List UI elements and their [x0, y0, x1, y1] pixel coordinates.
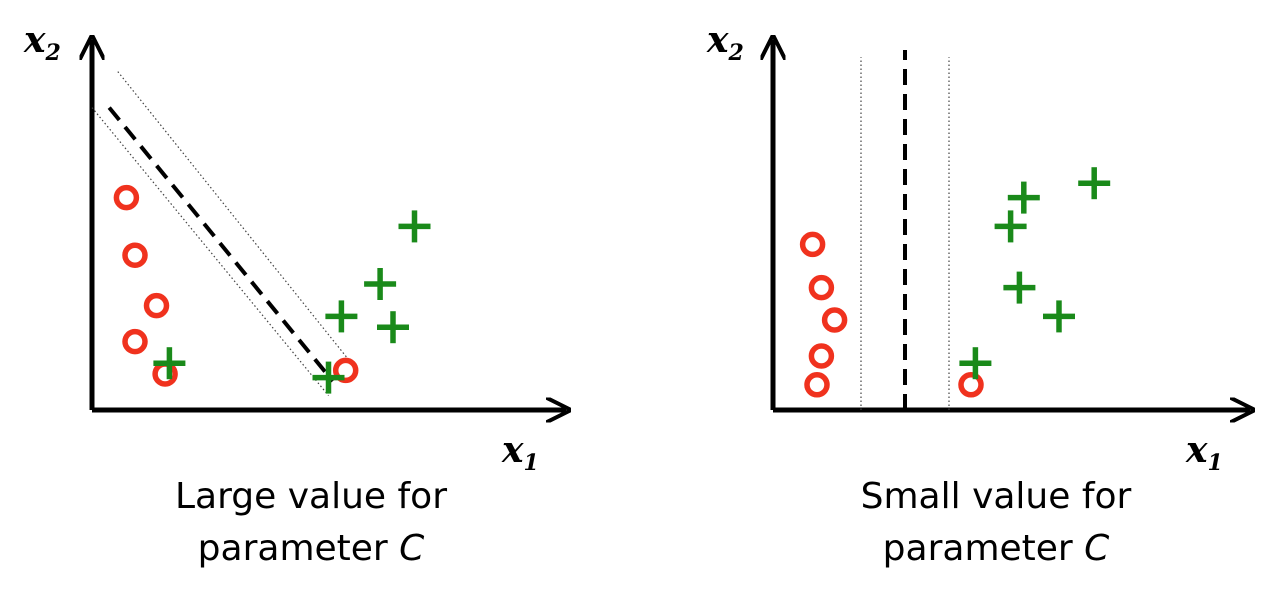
margin-line: [117, 71, 355, 368]
x-axis-letter: x: [1185, 429, 1208, 471]
plus-icon: [1043, 300, 1075, 333]
circle-icon: [808, 343, 835, 369]
circle-icon: [804, 372, 830, 398]
caption-line-1: Large value for: [175, 476, 447, 517]
caption-line-1: Small value for: [861, 476, 1132, 517]
y-axis-label: x2: [706, 19, 744, 66]
circle-icon: [958, 372, 984, 398]
caption-parameter: C: [399, 528, 425, 569]
plot-area: [799, 50, 1111, 410]
y-axis-letter: x: [23, 19, 46, 61]
panel-small-c: x2 x1 Small value for parameter C: [706, 19, 1250, 569]
plus-icon: [398, 210, 431, 243]
circle-icon: [821, 307, 848, 333]
circle-icon: [113, 184, 140, 211]
decision-boundary: [107, 106, 335, 383]
plus-icon: [364, 268, 397, 300]
plus-icon: [1078, 167, 1111, 200]
circle-icon: [332, 357, 359, 384]
plus-icon: [994, 210, 1027, 243]
plot-area: [91, 71, 431, 396]
y-axis-subscript: 2: [727, 40, 743, 66]
circle-icon: [799, 231, 826, 258]
plus-icon: [1007, 181, 1040, 214]
caption-line-2: parameter C: [198, 528, 426, 569]
plus-icon: [325, 300, 358, 333]
plus-icon: [959, 347, 992, 380]
circle-icon: [808, 274, 835, 301]
x-axis-subscript: 1: [1207, 450, 1222, 476]
x-axis-label: x1: [1185, 429, 1223, 476]
circle-icon: [122, 242, 148, 268]
y-axis-letter: x: [706, 19, 729, 61]
y-axis-label: x2: [23, 19, 61, 66]
panel-large-c: x2 x1 Large value for parameter C: [23, 19, 566, 569]
plus-icon: [1003, 271, 1036, 304]
caption-line-2: parameter C: [883, 528, 1111, 569]
caption-prefix: parameter: [198, 528, 400, 569]
plus-icon: [377, 311, 409, 344]
x-axis-label: x1: [501, 429, 539, 476]
circle-icon: [122, 328, 148, 355]
plus-icon: [312, 361, 345, 394]
caption-prefix: parameter: [883, 528, 1085, 569]
y-axis-subscript: 2: [44, 40, 60, 66]
caption-parameter: C: [1084, 528, 1110, 569]
x-axis-subscript: 1: [523, 450, 538, 476]
plus-icon: [153, 347, 186, 380]
x-axis-letter: x: [501, 429, 524, 471]
circle-icon: [143, 292, 170, 319]
